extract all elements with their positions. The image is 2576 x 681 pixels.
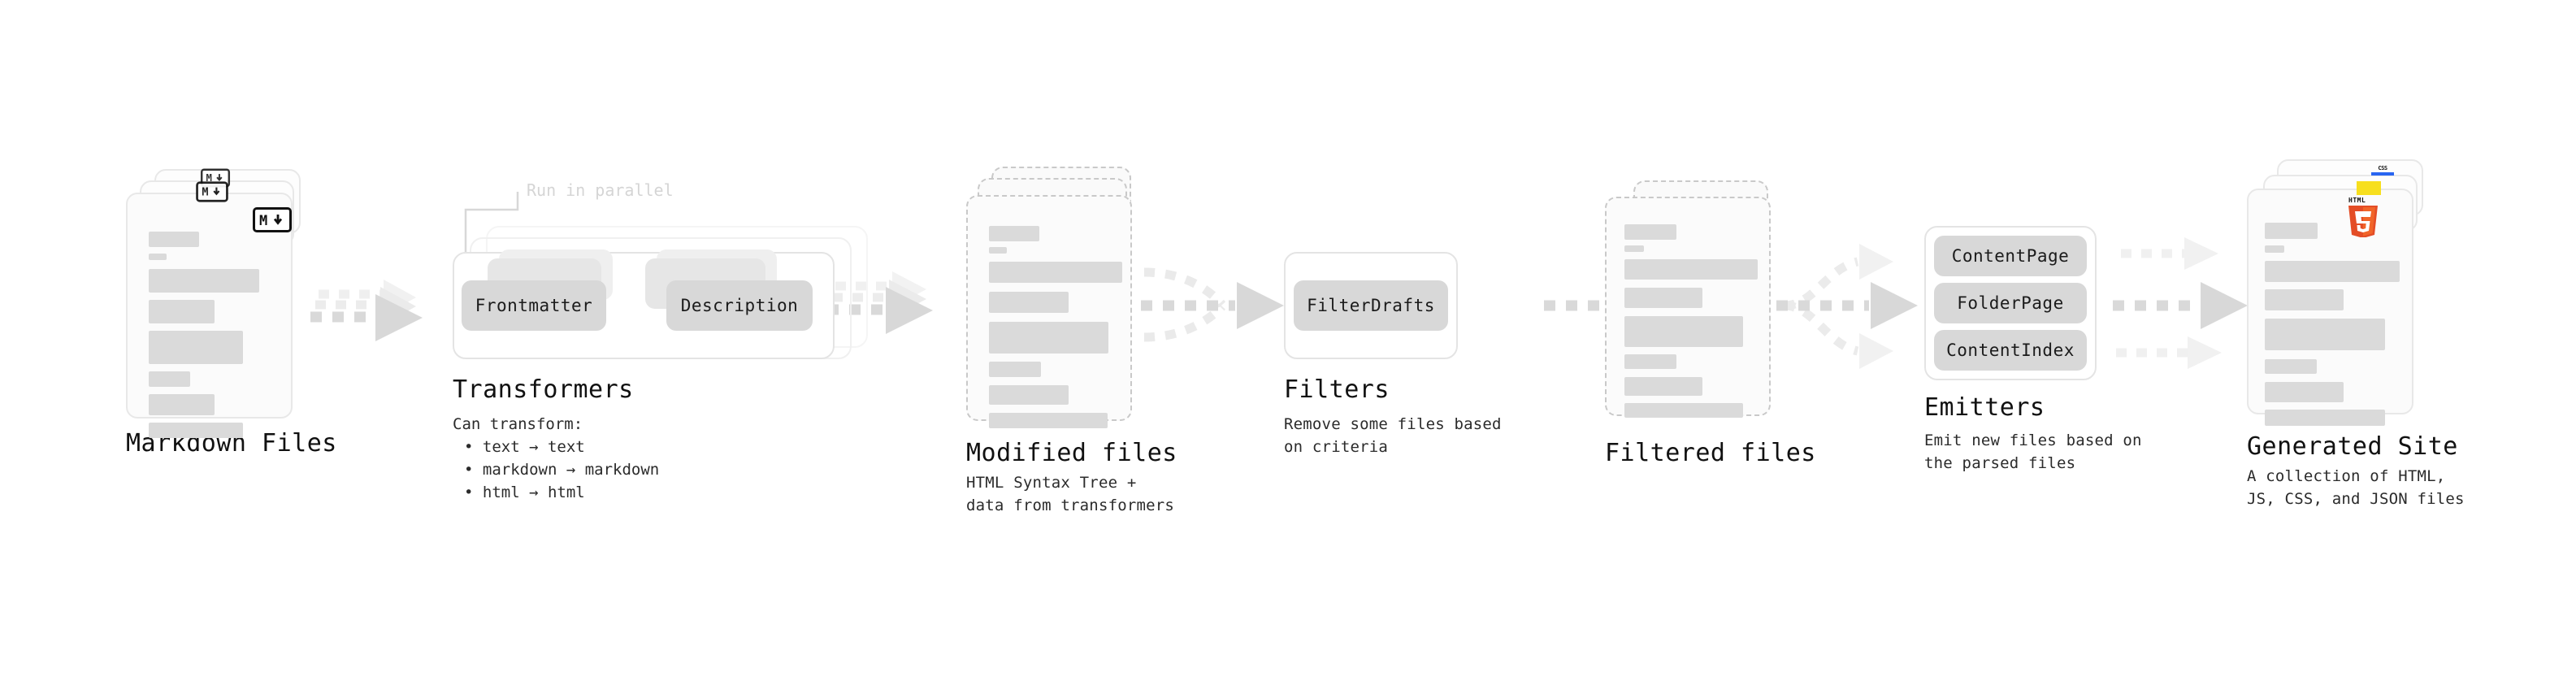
skeleton-line (149, 269, 259, 293)
emitters-pill-label: ContentPage (1951, 246, 2070, 266)
transformers-list-item: • text → text (464, 438, 585, 456)
transformer-pill-frontmatter[interactable]: Frontmatter (462, 280, 606, 331)
emitters-pill-label: ContentIndex (1946, 340, 2075, 360)
skeleton-line (1624, 224, 1676, 240)
skeleton-line (2265, 359, 2317, 374)
transformers-list-item: • markdown → markdown (464, 461, 660, 479)
skeleton-line (989, 362, 1041, 377)
skeleton-line (1624, 316, 1743, 347)
skeleton-line (2265, 319, 2385, 350)
stage-title-emitters: Emitters (1924, 393, 2045, 422)
stage-title-filters: Filters (1284, 375, 1390, 404)
transformer-pill-label: Description (680, 296, 799, 315)
js-badge-icon (2357, 181, 2381, 195)
emitters-pill-contentindex[interactable]: ContentIndex (1934, 330, 2087, 371)
css-badge-label: CSS (2378, 165, 2387, 171)
skeleton-line (2265, 245, 2284, 253)
stage-title-filtered-files: Filtered files (1605, 439, 1816, 467)
svg-text:HTML: HTML (2348, 197, 2366, 204)
skeleton-line (989, 292, 1069, 313)
stage-desc-filters: Remove some files based on criteria (1284, 415, 1502, 456)
site-card-front (2247, 189, 2413, 426)
svg-text:M: M (206, 172, 212, 183)
skeleton-line (149, 300, 215, 323)
skeleton-line (149, 254, 167, 260)
skeleton-line (989, 226, 1039, 241)
skeleton-line (1624, 377, 1702, 396)
stage-desc-generated-site: A collection of HTML, JS, CSS, and JSON … (2247, 467, 2465, 508)
stage-title-generated-site: Generated Site (2247, 432, 2458, 461)
skeleton-line (1624, 259, 1758, 280)
skeleton-line (989, 262, 1122, 283)
skeleton-line (989, 247, 1007, 254)
run-in-parallel-annotation: Run in parallel (527, 180, 674, 200)
stage-title-modified-files: Modified files (966, 439, 1177, 467)
skeleton-line (2265, 289, 2344, 310)
skeleton-line (1624, 403, 1743, 418)
emitters-pill-contentpage[interactable]: ContentPage (1934, 236, 2087, 276)
skeleton-line (149, 394, 215, 415)
transformers-list-lead: Can transform: (453, 415, 583, 433)
transformers-capabilities-list: Can transform: • text → text • markdown … (453, 413, 659, 504)
svg-text:M: M (259, 213, 267, 228)
skeleton-line (149, 371, 190, 387)
stage-desc-emitters: Emit new files based on the parsed files (1924, 432, 2142, 472)
skeleton-line (1624, 245, 1644, 252)
modified-card-front (966, 195, 1132, 428)
skeleton-line (989, 385, 1069, 405)
skeleton-line (989, 413, 1108, 428)
skeleton-line (1624, 354, 1676, 369)
stage-title-transformers: Transformers (453, 375, 634, 404)
markdown-logo-icon: M (253, 207, 292, 232)
skeleton-line (149, 331, 243, 364)
html5-logo-icon: HTML (2344, 195, 2382, 241)
transformer-pill-description[interactable]: Description (666, 280, 813, 331)
skeleton-line (149, 423, 243, 438)
svg-text:M: M (202, 186, 208, 197)
arrow-markdown-to-transformers (310, 280, 423, 341)
skeleton-line (2265, 261, 2400, 282)
css-badge-icon: CSS (2370, 166, 2395, 176)
filtered-card-front (1605, 197, 1771, 418)
arrow-emitters-to-site (2113, 237, 2248, 369)
transformer-pill-label: Frontmatter (475, 296, 593, 315)
arrow-filtered-to-emitters (1776, 244, 1918, 369)
markdown-logo-icon: M (196, 181, 228, 202)
skeleton-line (2265, 382, 2344, 402)
filters-pill-filterdrafts[interactable]: FilterDrafts (1294, 280, 1448, 331)
css-badge-bar (2371, 172, 2394, 176)
emitters-pill-label: FolderPage (1957, 293, 2064, 313)
skeleton-line (149, 232, 199, 247)
skeleton-line (2265, 223, 2318, 239)
filters-pill-label: FilterDrafts (1307, 296, 1435, 315)
stage-desc-modified-files: HTML Syntax Tree + data from transformer… (966, 474, 1175, 514)
arrow-modified-to-filters (1141, 267, 1284, 342)
skeleton-line (1624, 288, 1702, 308)
emitters-pill-folderpage[interactable]: FolderPage (1934, 283, 2087, 323)
skeleton-line (2265, 410, 2385, 426)
skeleton-line (989, 322, 1108, 354)
transformers-list-item: • html → html (464, 484, 585, 501)
